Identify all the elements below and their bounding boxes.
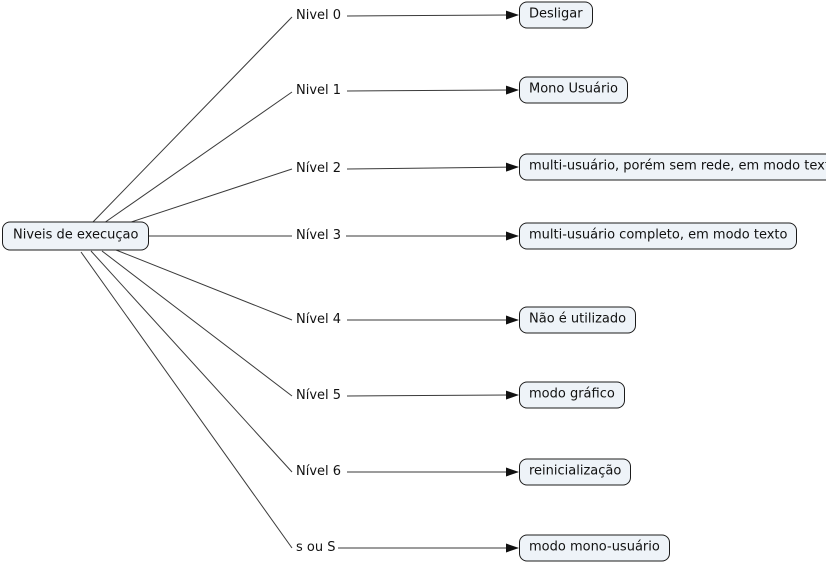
root-node-label: Niveis de execuçao [13, 227, 139, 243]
target-node-label: multi-usuário, porém sem rede, em modo t… [529, 158, 826, 174]
target-node-label: Não é utilizado [529, 311, 627, 327]
level-label-0: Nivel 0 [296, 8, 342, 23]
target-node-nao-utilizado: Não é utilizado [519, 306, 637, 334]
fan-line-6 [90, 250, 293, 473]
target-node-label: modo gráfico [529, 386, 615, 402]
fan-line-1 [103, 91, 293, 224]
level-label-2: Nível 2 [296, 161, 342, 176]
fan-line-2 [121, 168, 293, 226]
fan-line-0 [91, 16, 293, 224]
target-node-label: modo mono-usuário [529, 539, 660, 555]
target-node-mono-usuario: Mono Usuário [519, 76, 628, 104]
target-node-multiusuario-completo: multi-usuário completo, em modo texto [519, 222, 798, 250]
root-node-niveis-de-execucao: Niveis de execuçao [2, 221, 150, 251]
target-node-modo-mono-usuario: modo mono-usuário [519, 534, 670, 562]
level-label-4: Nível 4 [296, 312, 342, 327]
arrow-line-1 [346, 85, 519, 95]
target-node-multiusuario-sem-rede: multi-usuário, porém sem rede, em modo t… [519, 153, 826, 181]
level-label-3: Nível 3 [296, 228, 342, 243]
fan-line-5 [101, 250, 293, 397]
target-node-label: Desligar [529, 6, 583, 22]
arrow-line-2 [346, 162, 519, 172]
level-label-7: s ou S [296, 540, 336, 555]
target-node-desligar: Desligar [519, 1, 593, 29]
target-node-label: reinicialização [529, 463, 622, 479]
fan-line-4 [115, 249, 293, 321]
target-node-modo-grafico: modo gráfico [519, 381, 625, 409]
target-node-reinicializacao: reinicialização [519, 458, 632, 486]
fan-line-7 [80, 251, 293, 549]
level-label-6: Nível 6 [296, 464, 342, 479]
level-label-5: Nível 5 [296, 388, 342, 403]
target-node-label: Mono Usuário [529, 81, 618, 97]
arrow-line-5 [346, 390, 519, 400]
level-label-1: Nivel 1 [296, 83, 342, 98]
target-node-label: multi-usuário completo, em modo texto [529, 227, 788, 243]
arrow-line-0 [346, 10, 519, 20]
